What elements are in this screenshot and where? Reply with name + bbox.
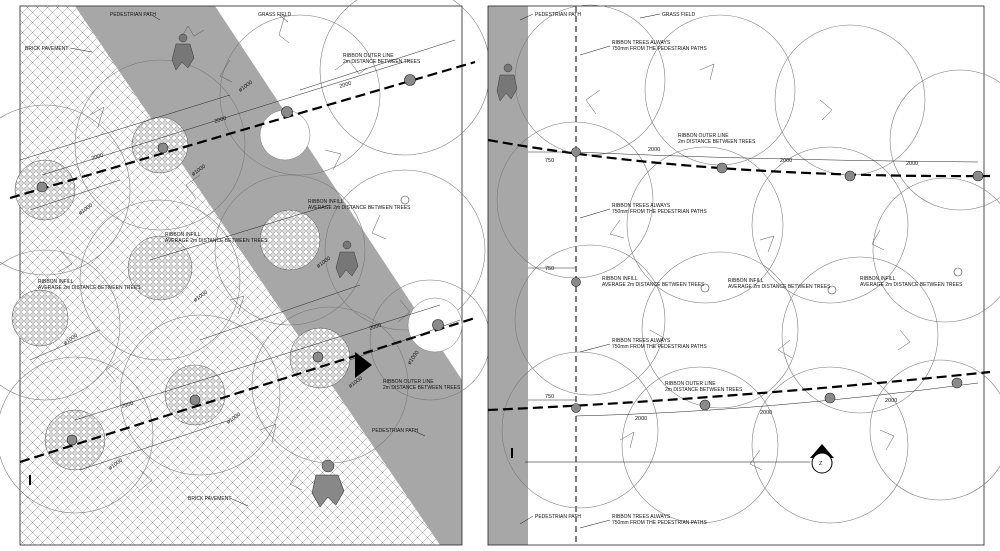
- dim-right-3: 2000: [906, 161, 918, 167]
- label-ribbon-outer-top-right-l2: 2m DISTANCE BETWEEN TREES: [678, 139, 756, 145]
- label-grass-field: GRASS FIELD: [258, 12, 291, 18]
- label-ribbon-trees-low-l1: RIBBON TREES ALWAYS: [612, 338, 671, 344]
- north-letter: Z: [819, 461, 823, 467]
- label-ribbon-infill-mid-l2: AVERAGE 2m DISTANCE BETWEEN TREES: [308, 205, 411, 211]
- label-ribbon-infill-mid-l1: RIBBON INFILL: [308, 199, 344, 205]
- label-ribbon-trees-top-l1: RIBBON TREES ALWAYS: [612, 40, 671, 46]
- label-ribbon-infill-low-l1: RIBBON INFILL: [38, 279, 74, 285]
- label-ribbon-outer-low-l1: RIBBON OUTER LINE: [383, 379, 434, 385]
- label-ribbon-outer-low-right-l2: 2m DISTANCE BETWEEN TREES: [665, 387, 743, 393]
- label-ribbon-outer-top-right-l1: RIBBON OUTER LINE: [678, 133, 729, 139]
- dimension-lines-right: [528, 151, 979, 417]
- branch-sketches-left: [57, 14, 411, 493]
- right-labels: PEDESTRIAN PATH GRASS FIELD RIBBON TREES…: [519, 12, 963, 529]
- infill-tree-markers: [400, 195, 963, 295]
- right-plan: Z PEDESTRIAN PATH GRASS FIELD RIBBON TRE…: [400, 4, 1000, 546]
- tree-trunks-left: [36, 74, 444, 446]
- brick-pavement: [20, 6, 440, 545]
- label-ribbon-infill-left-l1: RIBBON INFILL: [165, 232, 201, 238]
- ribbon-line-lower-right: [487, 370, 991, 412]
- dim-right-5: 2000: [760, 410, 772, 416]
- label-ribbon-infill-a-l1: RIBBON INFILL: [602, 276, 638, 282]
- person-figure-3: [311, 459, 345, 508]
- label-pedestrian-path-bottom: PEDESTRIAN PATH: [372, 428, 418, 434]
- label-pedestrian-path-bottom-right: PEDESTRIAN PATH: [535, 514, 581, 520]
- label-ribbon-trees-bottom-l2: 750mm FROM THE PEDESTRIAN PATHS: [612, 520, 707, 526]
- label-ribbon-trees-top-l2: 750mm FROM THE PEDESTRIAN PATHS: [612, 46, 707, 52]
- right-plan-frame: [488, 6, 984, 545]
- label-ribbon-trees-mid-l2: 750mm FROM THE PEDESTRIAN PATHS: [612, 209, 707, 215]
- north-marker: Z: [511, 444, 834, 474]
- person-figure-1: [171, 33, 195, 71]
- dim-right-4: 2000: [635, 416, 647, 422]
- dimension-lines-left: [19, 39, 461, 471]
- dim-offset-top: 750: [545, 158, 554, 164]
- label-ribbon-outer-low-l2: 2m DISTANCE BETWEEN TREES: [383, 385, 461, 391]
- label-ribbon-trees-low-l2: 750mm FROM THE PEDESTRIAN PATHS: [612, 344, 707, 350]
- dim-right-2: 2000: [780, 158, 792, 164]
- pedestrian-path-strip: [488, 6, 528, 545]
- label-ribbon-trees-bottom-l1: RIBBON TREES ALWAYS: [612, 514, 671, 520]
- dim-left-4: 2000: [91, 153, 104, 162]
- label-ribbon-infill-a-l2: AVERAGE 2m DISTANCE BETWEEN TREES: [602, 282, 705, 288]
- dim-right-1: 2000: [648, 147, 660, 153]
- person-figure-2: [335, 240, 359, 279]
- ribbon-line-upper-left: [9, 60, 476, 200]
- dim-right-6: 2000: [885, 398, 897, 404]
- label-ribbon-infill-b-l2: AVERAGE 2m DISTANCE BETWEEN TREES: [728, 284, 831, 290]
- left-labels: PEDESTRIAN PATH GRASS FIELD BRICK PAVEME…: [25, 12, 461, 507]
- person-figure-4: [496, 63, 518, 102]
- dim-left-3: 2000: [214, 116, 227, 125]
- section-marker-left: [29, 352, 372, 485]
- label-ribbon-infill-c-l1: RIBBON INFILL: [860, 276, 896, 282]
- label-grass-field-right: GRASS FIELD: [662, 12, 695, 18]
- tree-trunks-right: [571, 147, 984, 413]
- dim-offset-mid: 750: [545, 266, 554, 272]
- label-pedestrian-path-top: PEDESTRIAN PATH: [110, 12, 156, 18]
- label-brick-pavement-bottom: BRICK PAVEMENT: [188, 496, 231, 502]
- label-ribbon-outer-low-right-l1: RIBBON OUTER LINE: [665, 381, 716, 387]
- dim-left-10: 2000: [369, 323, 382, 332]
- label-ribbon-outer-top-l2: 2m DISTANCE BETWEEN TREES: [343, 59, 421, 65]
- branch-sketches-right: [585, 63, 911, 471]
- dim-left-14: 2000: [121, 401, 134, 410]
- label-ribbon-infill-left-l2: AVERAGE 2m DISTANCE BETWEEN TREES: [165, 238, 268, 244]
- label-ribbon-trees-mid-l1: RIBBON TREES ALWAYS: [612, 203, 671, 209]
- label-ribbon-infill-b-l1: RIBBON INFILL: [728, 278, 764, 284]
- label-ribbon-outer-top-l1: RIBBON OUTER LINE: [343, 53, 394, 59]
- right-dimensions: 750 750 750 2000 2000 2000 2000 2000 200…: [545, 147, 918, 422]
- label-ribbon-infill-c-l2: AVERAGE 2m DISTANCE BETWEEN TREES: [860, 282, 963, 288]
- label-pedestrian-path-top-right: PEDESTRIAN PATH: [535, 12, 581, 18]
- label-ribbon-infill-low-l2: AVERAGE 2m DISTANCE BETWEEN TREES: [38, 285, 141, 291]
- left-plan: PEDESTRIAN PATH GRASS FIELD BRICK PAVEME…: [0, 0, 491, 546]
- dim-left-2: 2000: [339, 81, 352, 90]
- label-brick-pavement-top: BRICK PAVEMENT: [25, 46, 68, 52]
- dim-offset-low: 750: [545, 394, 554, 400]
